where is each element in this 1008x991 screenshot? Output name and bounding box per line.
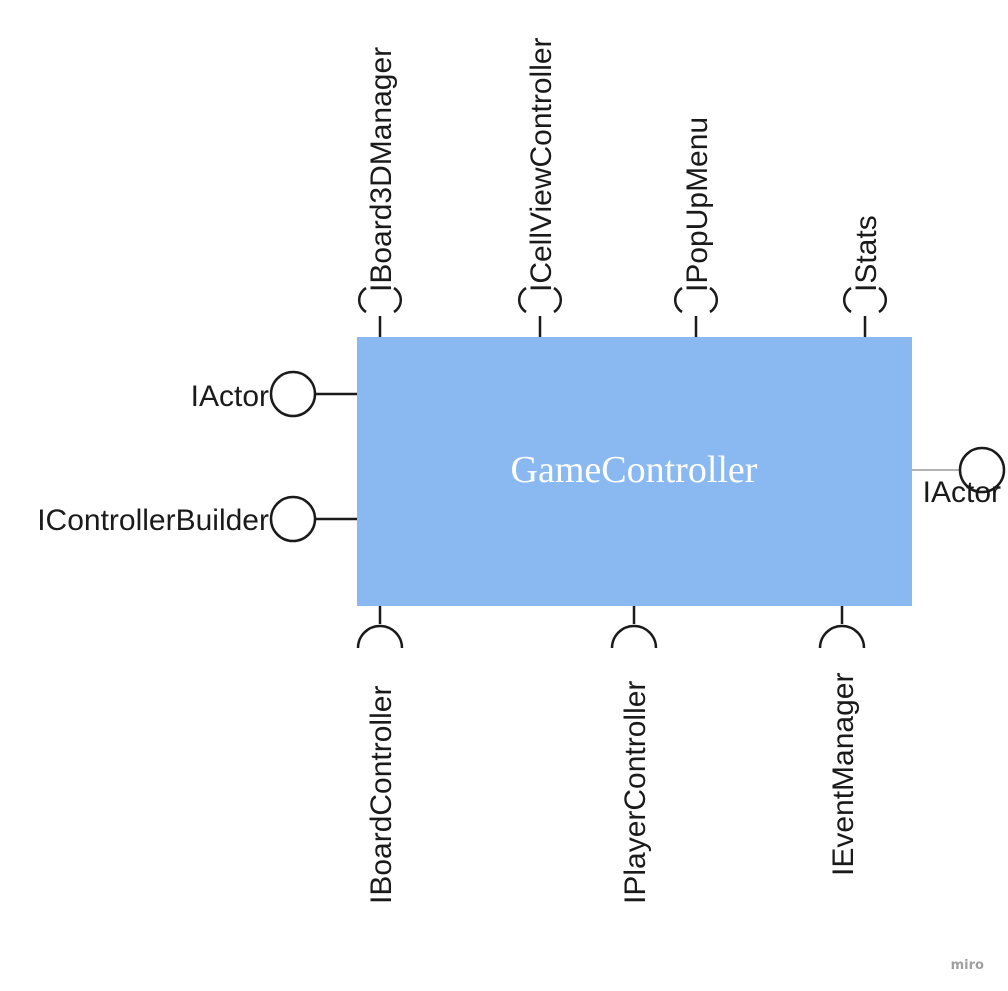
required-interface-iboardcontroller[interactable]: IBoardController: [356, 606, 404, 904]
required-interface-ieventmanager[interactable]: IEventManager: [818, 606, 866, 876]
provided-interface-icontrollerbuilder[interactable]: IControllerBuilder: [37, 495, 357, 543]
socket-icon: [878, 286, 888, 314]
socket-icon: [818, 624, 866, 649]
required-interface-iplayercontroller[interactable]: IPlayerController: [610, 606, 658, 904]
watermark: miro: [951, 958, 984, 973]
socket-icon: [709, 286, 719, 314]
socket-icon: [673, 286, 683, 314]
interface-label: IActor: [191, 380, 269, 413]
socket-icon: [842, 286, 852, 314]
socket-icon: [393, 286, 403, 314]
interface-label: IControllerBuilder: [37, 504, 269, 537]
provided-interface-iactor-left[interactable]: IActor: [191, 370, 357, 418]
interface-label: IEventManager: [827, 673, 860, 876]
socket-icon: [553, 286, 563, 314]
required-interface-icellviewcontroller[interactable]: ICellViewController: [517, 37, 563, 337]
socket-icon: [517, 286, 527, 314]
required-interface-istats[interactable]: IStats: [842, 215, 888, 337]
lollipop-icon: [958, 446, 1006, 494]
required-interface-ipopupmenu[interactable]: IPopUpMenu: [673, 117, 719, 337]
interface-label: IBoardController: [365, 686, 398, 904]
lollipop-icon: [269, 370, 317, 418]
component-box[interactable]: [357, 337, 912, 606]
interface-label: IActor: [923, 476, 1001, 509]
provided-interface-iactor-right[interactable]: IActor: [912, 446, 1006, 509]
interface-label: IPlayerController: [619, 681, 652, 904]
interface-label: IBoard3DManager: [365, 47, 398, 292]
interface-label: IStats: [850, 215, 883, 292]
component-title: GameController: [511, 449, 758, 491]
socket-icon: [356, 624, 404, 649]
interface-label: IPopUpMenu: [681, 117, 714, 292]
interface-label: ICellViewController: [525, 37, 558, 292]
lollipop-icon: [269, 495, 317, 543]
required-interface-iboard3dmanager[interactable]: IBoard3DManager: [357, 47, 403, 337]
socket-icon: [610, 624, 658, 649]
socket-icon: [357, 286, 367, 314]
